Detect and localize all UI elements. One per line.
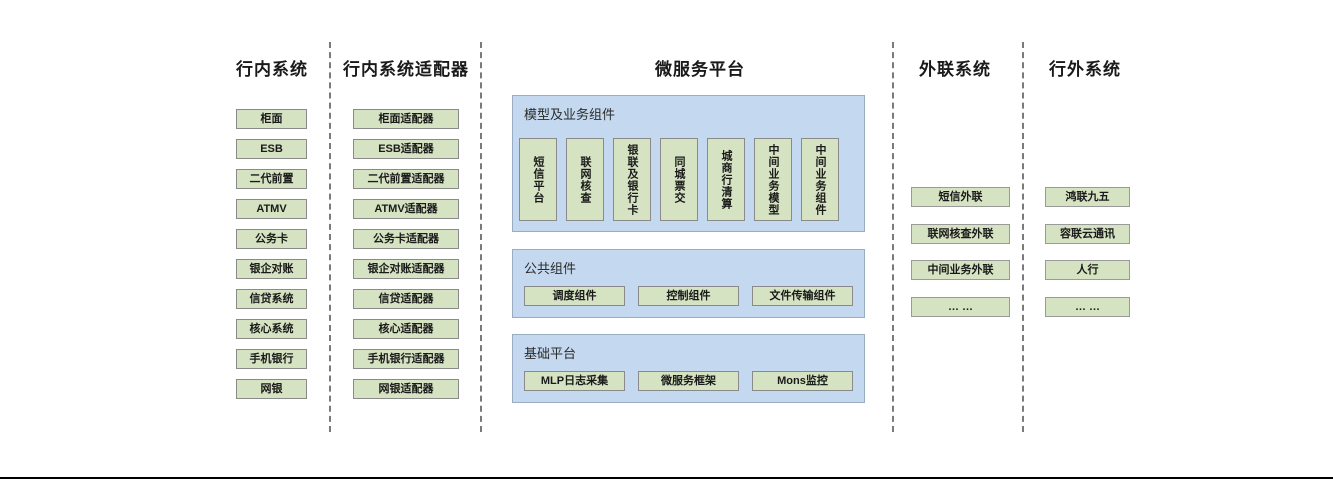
node-internal-system[interactable]: 柜面 — [236, 109, 307, 129]
node-model-component[interactable]: 联网核查 — [566, 138, 604, 221]
node-internal-adapter[interactable]: 二代前置适配器 — [353, 169, 459, 189]
column-title-external-link-systems: 外联系统 — [919, 60, 991, 79]
node-offbank-system[interactable]: 鸿联九五 — [1045, 187, 1130, 207]
node-external-link-system[interactable]: … … — [911, 297, 1010, 317]
column-separator-1 — [329, 42, 331, 432]
node-internal-adapter[interactable]: 柜面适配器 — [353, 109, 459, 129]
panel-title-model-business-components: 模型及业务组件 — [524, 107, 616, 122]
node-internal-adapter[interactable]: 公务卡适配器 — [353, 229, 459, 249]
panel-title-public-components: 公共组件 — [524, 261, 577, 276]
column-title-offbank-systems: 行外系统 — [1049, 60, 1121, 79]
node-internal-adapter[interactable]: 手机银行适配器 — [353, 349, 459, 369]
panel-public-components — [512, 249, 865, 318]
node-model-component[interactable]: 银联及银行卡 — [613, 138, 651, 221]
column-title-internal-adapters: 行内系统适配器 — [343, 60, 469, 79]
node-model-component[interactable]: 中间业务组件 — [801, 138, 839, 221]
node-internal-system[interactable]: 信贷系统 — [236, 289, 307, 309]
node-model-component[interactable]: 同城票交 — [660, 138, 698, 221]
node-model-component[interactable]: 短信平台 — [519, 138, 557, 221]
node-base-platform-component[interactable]: Mons监控 — [752, 371, 853, 391]
node-base-platform-component[interactable]: 微服务框架 — [638, 371, 739, 391]
panel-title-base-platform: 基础平台 — [524, 346, 577, 361]
node-external-link-system[interactable]: 中间业务外联 — [911, 260, 1010, 280]
node-public-component[interactable]: 控制组件 — [638, 286, 739, 306]
column-title-microservice-platform: 微服务平台 — [655, 60, 745, 79]
node-model-component[interactable]: 城商行清算 — [707, 138, 745, 221]
node-internal-adapter[interactable]: 网银适配器 — [353, 379, 459, 399]
node-public-component[interactable]: 文件传输组件 — [752, 286, 853, 306]
panel-base-platform — [512, 334, 865, 403]
node-external-link-system[interactable]: 短信外联 — [911, 187, 1010, 207]
column-title-internal-systems: 行内系统 — [236, 60, 308, 79]
node-offbank-system[interactable]: … … — [1045, 297, 1130, 317]
node-public-component[interactable]: 调度组件 — [524, 286, 625, 306]
node-internal-system[interactable]: 核心系统 — [236, 319, 307, 339]
node-internal-system[interactable]: 公务卡 — [236, 229, 307, 249]
bottom-divider — [0, 477, 1333, 479]
node-internal-system[interactable]: 银企对账 — [236, 259, 307, 279]
node-base-platform-component[interactable]: MLP日志采集 — [524, 371, 625, 391]
node-internal-adapter[interactable]: 核心适配器 — [353, 319, 459, 339]
node-internal-adapter[interactable]: ATMV适配器 — [353, 199, 459, 219]
node-offbank-system[interactable]: 容联云通讯 — [1045, 224, 1130, 244]
node-internal-system[interactable]: 网银 — [236, 379, 307, 399]
node-internal-adapter[interactable]: ESB适配器 — [353, 139, 459, 159]
column-separator-4 — [1022, 42, 1024, 432]
node-offbank-system[interactable]: 人行 — [1045, 260, 1130, 280]
column-separator-3 — [892, 42, 894, 432]
node-internal-system[interactable]: ESB — [236, 139, 307, 159]
node-internal-adapter[interactable]: 银企对账适配器 — [353, 259, 459, 279]
node-external-link-system[interactable]: 联网核查外联 — [911, 224, 1010, 244]
node-internal-adapter[interactable]: 信贷适配器 — [353, 289, 459, 309]
node-internal-system[interactable]: ATMV — [236, 199, 307, 219]
node-model-component[interactable]: 中间业务模型 — [754, 138, 792, 221]
node-internal-system[interactable]: 二代前置 — [236, 169, 307, 189]
node-internal-system[interactable]: 手机银行 — [236, 349, 307, 369]
column-separator-2 — [480, 42, 482, 432]
